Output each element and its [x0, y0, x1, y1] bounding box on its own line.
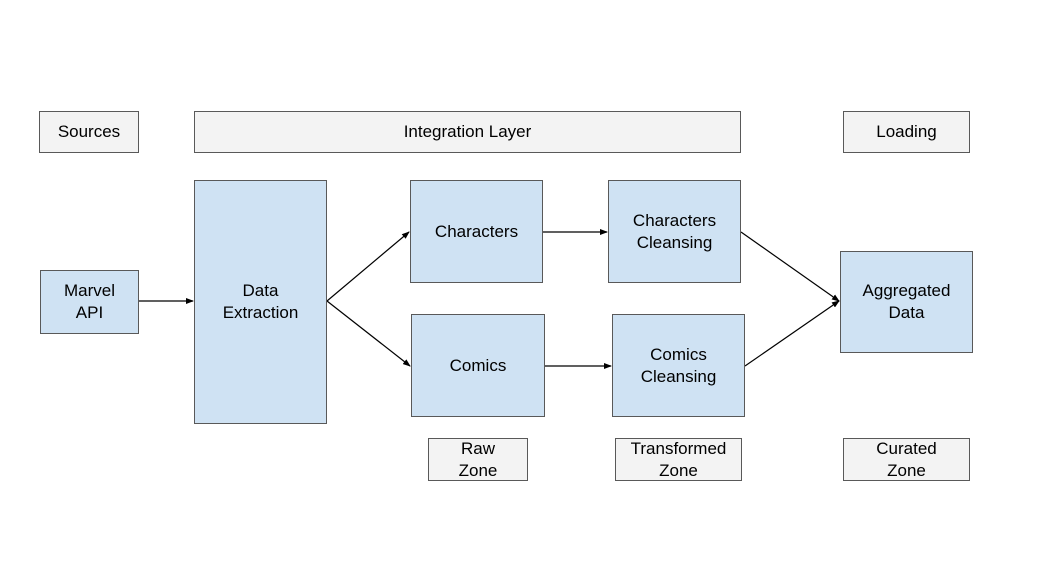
transformed-zone-label: Transformed Zone — [615, 438, 742, 481]
arrow-data-extraction-to-characters — [326, 231, 410, 302]
arrow-characters-cleansing-to-aggregated-data — [740, 231, 840, 302]
comics-node: Comics — [411, 314, 545, 417]
arrow-data-extraction-to-comics — [326, 300, 411, 367]
sources-layer-label: Sources — [39, 111, 139, 153]
aggregated-data-node: Aggregated Data — [840, 251, 973, 353]
data-extraction-node: Data Extraction — [194, 180, 327, 424]
marvel-api-node: Marvel API — [40, 270, 139, 334]
characters-node: Characters — [410, 180, 543, 283]
comics-cleansing-node: Comics Cleansing — [612, 314, 745, 417]
loading-layer-label: Loading — [843, 111, 970, 153]
integration-layer-label: Integration Layer — [194, 111, 741, 153]
arrow-comics-cleansing-to-aggregated-data — [744, 300, 840, 367]
raw-zone-label: Raw Zone — [428, 438, 528, 481]
characters-cleansing-node: Characters Cleansing — [608, 180, 741, 283]
curated-zone-label: Curated Zone — [843, 438, 970, 481]
